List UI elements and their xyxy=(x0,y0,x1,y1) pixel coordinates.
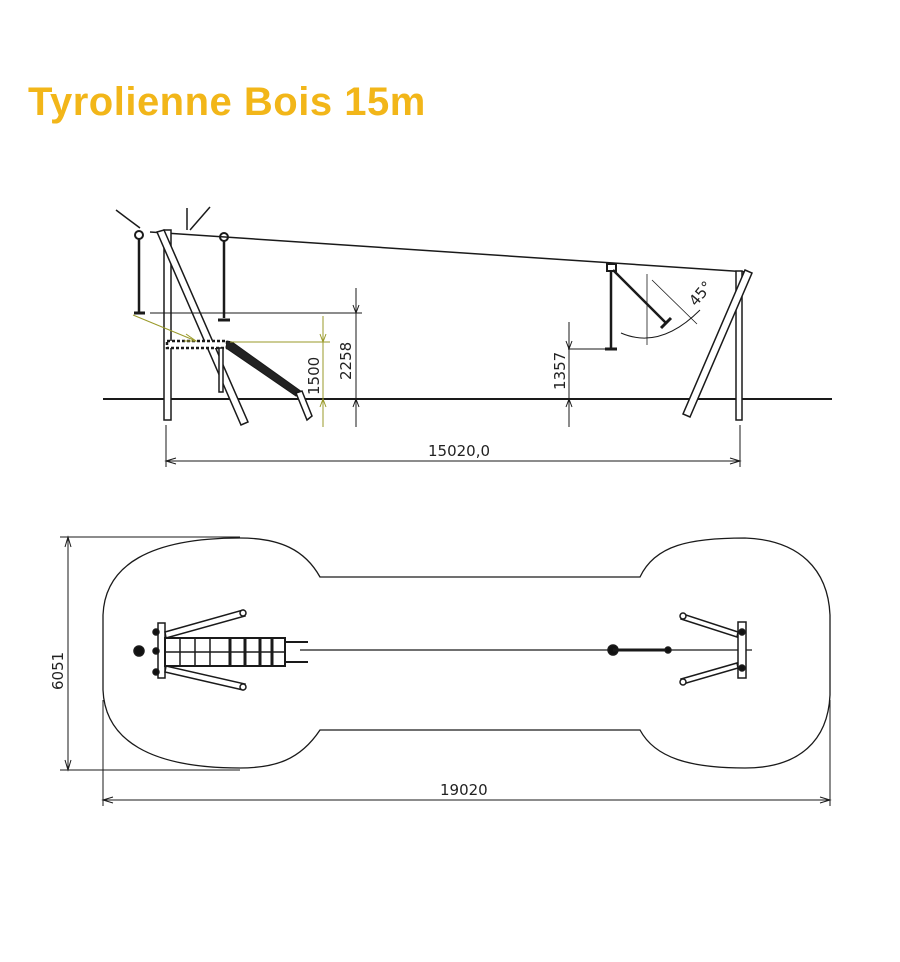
stairs xyxy=(225,340,303,397)
angle-label: 45° xyxy=(685,278,716,310)
left-post xyxy=(163,229,172,421)
zip-cable xyxy=(149,231,749,273)
swung-handle xyxy=(612,269,667,324)
dim-2258-label: 2258 xyxy=(337,342,355,380)
dim-span-label: 15020,0 xyxy=(428,442,490,460)
dim-width-label: 6051 xyxy=(49,652,67,690)
safety-zone-outline xyxy=(102,537,831,769)
dim-length-label: 19020 xyxy=(440,781,488,799)
right-post xyxy=(735,270,743,421)
dim-1500-label: 1500 xyxy=(305,357,323,395)
left-brace xyxy=(155,229,249,426)
platform xyxy=(165,339,229,350)
stair-stringer xyxy=(295,390,313,422)
page-title: Tyrolienne Bois 15m xyxy=(28,80,426,124)
dim-1357-label: 1357 xyxy=(551,352,569,390)
right-brace xyxy=(682,269,753,418)
